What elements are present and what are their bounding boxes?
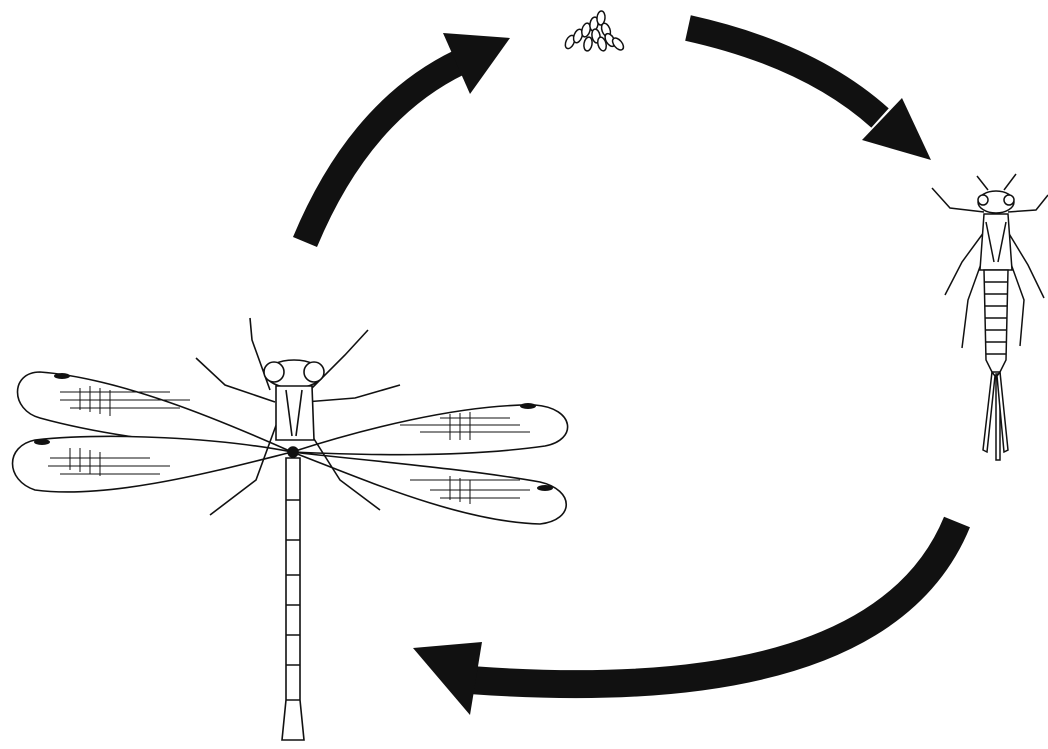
nymph-icon [932,174,1048,460]
curved-arrow-icon [470,522,957,684]
arrow-adult-to-eggs [305,33,510,242]
curved-arrow-icon [305,62,460,242]
arrow-nymph-to-adult [413,522,957,715]
curved-arrow-icon [688,28,880,118]
egg-cluster-icon [563,11,625,52]
arrowhead-icon [413,642,482,715]
arrow-eggs-to-nymph [688,28,931,160]
